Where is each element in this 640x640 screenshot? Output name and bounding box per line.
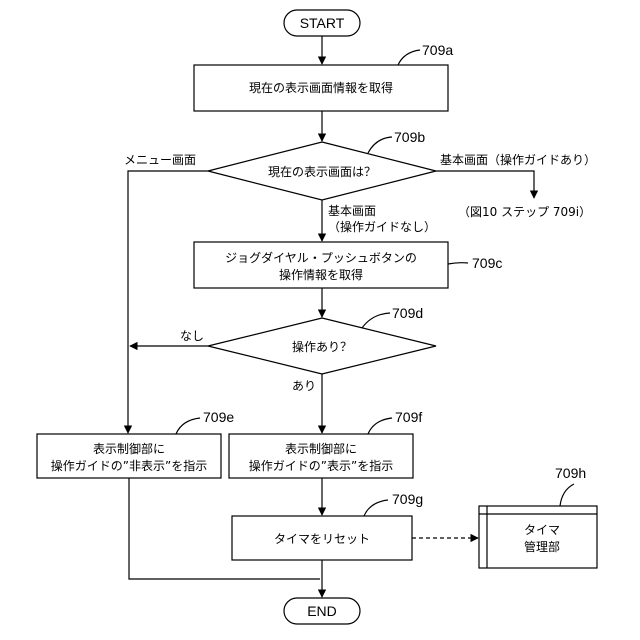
unit-709h-ref: 709h [555, 465, 586, 481]
step-709a-leader [398, 50, 420, 65]
step-709f: 表示制御部に 操作ガイドの”表示”を指示 709f [229, 409, 422, 478]
step-709f-leader [368, 418, 392, 434]
offpage-reference: （図10 ステップ 709i） [458, 205, 591, 219]
step-709e-text-2: 操作ガイドの”非表示”を指示 [51, 458, 207, 473]
step-709a: 現在の表示画面情報を取得 709a [194, 42, 453, 111]
step-709g-leader [364, 500, 388, 516]
decision-709d-leader [362, 313, 390, 328]
connector-b-e [128, 171, 208, 433]
step-709e: 表示制御部に 操作ガイドの”非表示”を指示 709e [37, 409, 234, 478]
unit-709h-text-1: タイマ [524, 523, 560, 537]
step-709f-text-1: 表示制御部に [285, 441, 357, 456]
decision-709b-leader [368, 137, 392, 153]
decision-709d-ref: 709d [392, 305, 423, 321]
step-709g-ref: 709g [392, 491, 423, 507]
step-709a-ref: 709a [422, 42, 453, 58]
unit-709h-leader [560, 484, 574, 506]
step-709c-text-1: ジョグダイヤル・プッシュボタンの [225, 250, 417, 265]
unit-709h-text-2: 管理部 [524, 539, 560, 554]
step-709e-text-1: 表示制御部に [93, 441, 165, 456]
connector-b-offpage [436, 171, 534, 198]
step-709g-text: タイマをリセット [274, 532, 370, 546]
unit-709h: タイマ 管理部 709h [479, 465, 597, 568]
decision-709b-ref: 709b [394, 129, 425, 145]
start-terminal: START [284, 10, 360, 36]
branch-yes-label: あり [292, 379, 316, 393]
branch-basic-guide-label: 基本画面（操作ガイドあり） [440, 152, 596, 167]
branch-basic-noguide-label-1: 基本画面 [328, 204, 376, 218]
branch-basic-noguide-label-2: （操作ガイドなし） [328, 219, 436, 234]
end-label: END [307, 603, 337, 619]
step-709a-text: 現在の表示画面情報を取得 [249, 80, 393, 95]
decision-709b-question: 現在の表示画面は？ [268, 165, 376, 179]
start-label: START [300, 15, 345, 31]
decision-709d-question: 操作あり？ [292, 339, 352, 354]
step-709f-text-2: 操作ガイドの”表示”を指示 [249, 458, 393, 473]
step-709e-leader [176, 418, 200, 434]
branch-no-label: なし [180, 329, 204, 343]
step-709f-ref: 709f [395, 409, 422, 425]
step-709c-text-2: 操作情報を取得 [279, 267, 363, 282]
step-709c-ref: 709c [472, 255, 502, 271]
end-terminal: END [284, 598, 360, 624]
step-709e-ref: 709e [203, 409, 234, 425]
step-709c: ジョグダイヤル・プッシュボタンの 操作情報を取得 709c [194, 242, 502, 288]
step-709c-leader [448, 263, 468, 264]
branch-menu-label: メニュー画面 [124, 153, 196, 167]
step-709g: タイマをリセット 709g [232, 491, 423, 560]
